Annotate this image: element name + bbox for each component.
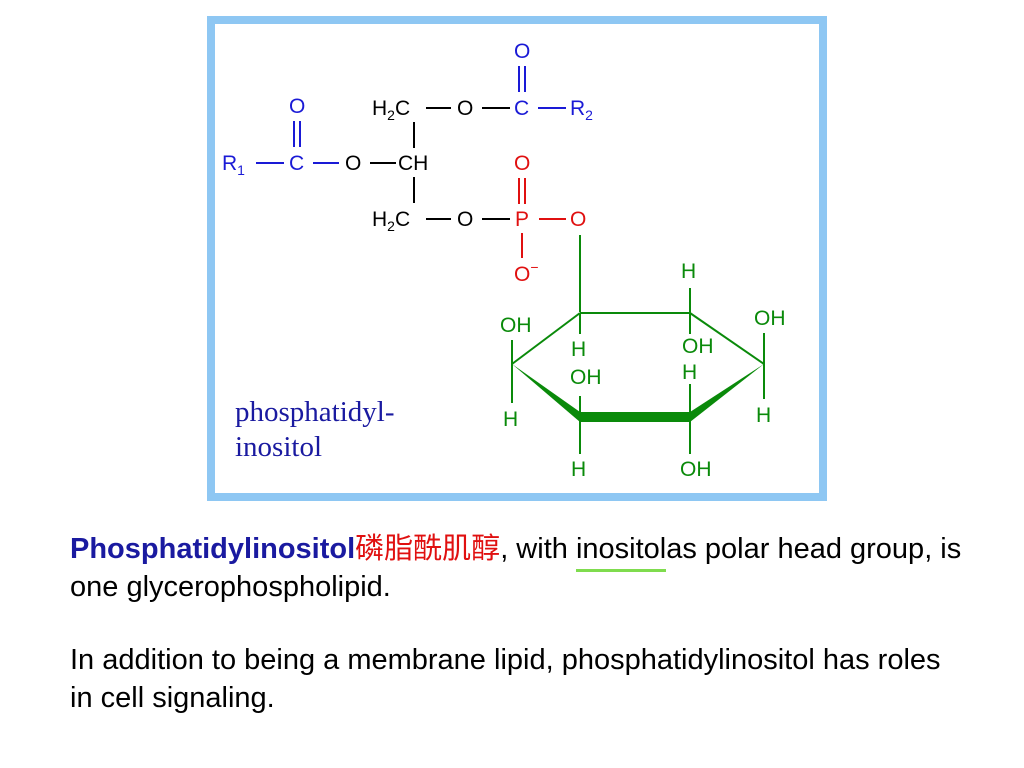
diagram-caption-line1: phosphatidyl- (235, 396, 395, 428)
figure-frame (207, 16, 827, 501)
svg-text:C: C (514, 97, 529, 120)
acyl-group-r2: O C R2 (514, 40, 593, 123)
svg-text:OH: OH (682, 335, 714, 358)
svg-text:H: H (681, 260, 696, 283)
svg-text:H: H (682, 361, 697, 384)
svg-text:OH: OH (754, 307, 786, 330)
svg-text:C: C (289, 152, 304, 175)
diagram-caption-line2: inositol (235, 431, 322, 463)
inositol-ring: H OH OH H OH H OH H H H OH (500, 235, 786, 481)
svg-text:OH: OH (680, 458, 712, 481)
svg-text:R1: R1 (222, 152, 245, 178)
glycerol-backbone: H2C CH H2C O O O (345, 97, 510, 234)
svg-text:O: O (570, 208, 586, 231)
svg-text:H: H (571, 338, 586, 361)
svg-text:O: O (514, 40, 530, 63)
ring-front-bond (580, 412, 690, 422)
svg-text:O: O (514, 152, 530, 175)
ring-wedge-left (512, 364, 580, 422)
svg-text:P: P (515, 208, 529, 231)
ring-wedge-right (690, 364, 764, 422)
svg-text:O: O (457, 208, 473, 231)
svg-text:O: O (289, 95, 305, 118)
svg-text:O: O (345, 152, 361, 175)
term-inositol: inositol (575, 530, 667, 572)
term-phosphatidylinositol: Phosphatidylinositol (70, 533, 356, 565)
paragraph-signaling: In addition to being a membrane lipid, p… (70, 641, 970, 717)
svg-text:H: H (756, 404, 771, 427)
svg-text:H2C: H2C (372, 208, 410, 234)
svg-text:H2C: H2C (372, 97, 410, 123)
paragraph-text: In addition to being a membrane lipid, p… (70, 644, 941, 714)
term-chinese: 磷脂酰肌醇 (355, 531, 501, 565)
phosphate-group: O P O O− (514, 152, 586, 286)
svg-text:O: O (457, 97, 473, 120)
svg-text:R2: R2 (570, 97, 593, 123)
svg-text:O−: O− (514, 259, 539, 286)
paragraph-text: , with (500, 533, 576, 565)
paragraph-text: as polar head group, is one glycerophosp… (70, 533, 962, 603)
svg-text:OH: OH (570, 366, 602, 389)
acyl-group-r1: O C R1 (222, 95, 339, 178)
svg-text:CH: CH (398, 152, 428, 175)
svg-text:H: H (571, 458, 586, 481)
paragraph-definition: Phosphatidylinositol磷脂酰肌醇, with inositol… (70, 529, 970, 606)
svg-text:OH: OH (500, 314, 532, 337)
svg-text:H: H (503, 408, 518, 431)
